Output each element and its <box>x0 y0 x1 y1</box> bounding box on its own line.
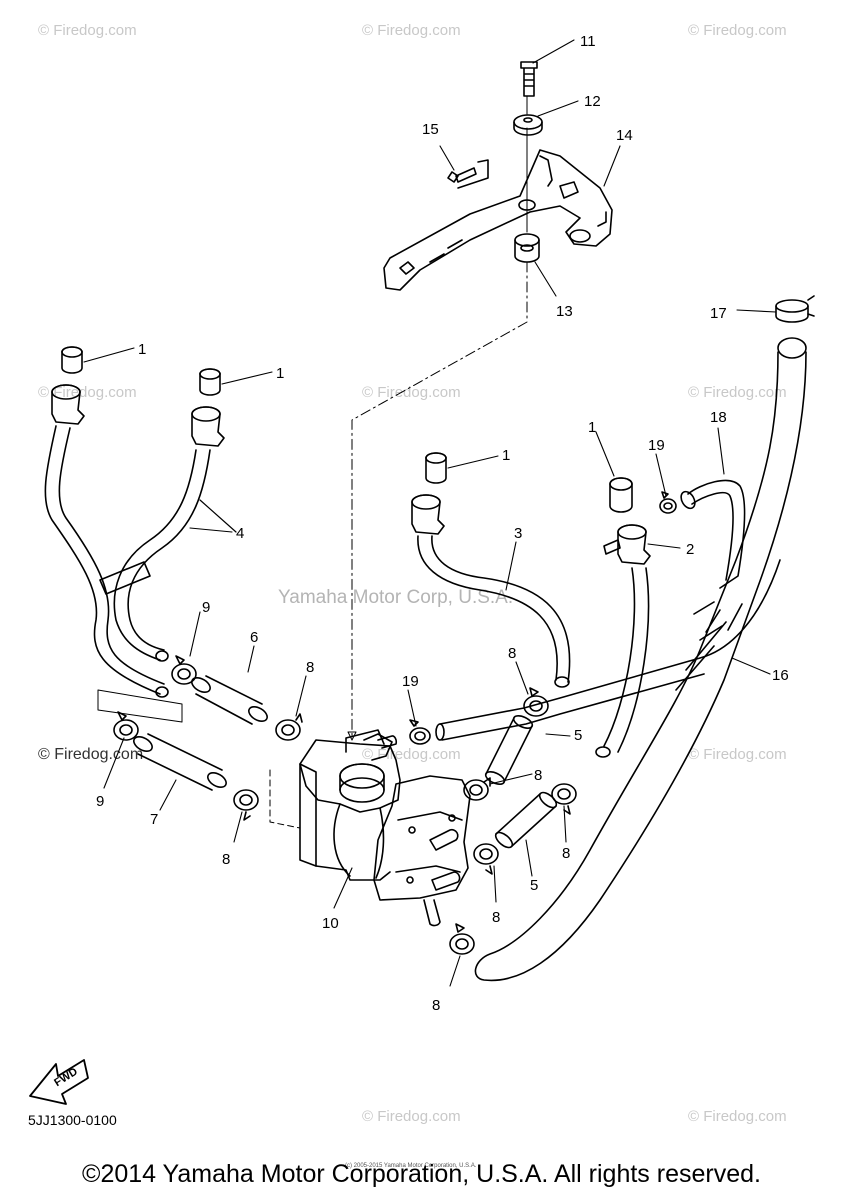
callout-8-a: 8 <box>508 645 516 662</box>
callout-14: 14 <box>616 127 633 144</box>
watermark-top-left: © Firedog.com <box>38 22 137 39</box>
watermark-top-right: © Firedog.com <box>688 22 787 39</box>
bolt-11 <box>520 61 538 97</box>
callout-10: 10 <box>322 915 339 932</box>
hose-4-assembly <box>44 346 237 723</box>
clamp-8-d <box>463 777 491 801</box>
callout-3: 3 <box>514 525 522 542</box>
clamp-8-e <box>551 783 577 815</box>
watermark-lower-center: © Firedog.com <box>362 746 461 763</box>
callout-12: 12 <box>584 93 601 110</box>
bracket-14 <box>383 149 613 291</box>
watermark-lower-left: © Firedog.com <box>38 746 144 763</box>
hose-2-assembly <box>595 477 651 758</box>
cap-1-right <box>609 477 633 513</box>
clip-9-lower <box>113 711 139 741</box>
cap-1-left <box>61 346 83 374</box>
callout-8-d: 8 <box>562 845 570 862</box>
callout-15: 15 <box>422 121 439 138</box>
callout-4: 4 <box>236 525 244 542</box>
hose-3-assembly <box>411 452 571 688</box>
bracket-assembly <box>351 61 613 741</box>
watermark-bottom-center: © Firedog.com <box>362 1108 461 1125</box>
callout-9-a: 9 <box>202 599 210 616</box>
callout-5-b: 5 <box>530 877 538 894</box>
main-fuel-hose-16 <box>474 337 807 982</box>
callout-1-a: 1 <box>138 341 146 358</box>
tiny-copyright: (c) 2005-2015 Yamaha Motor Corporation, … <box>345 1163 477 1169</box>
hose-7 <box>133 733 227 791</box>
watermark-mid-center: © Firedog.com <box>362 384 461 401</box>
clamp-8-g <box>449 923 475 955</box>
cap-1-center <box>425 452 447 484</box>
callout-13: 13 <box>556 303 573 320</box>
callout-11: 11 <box>580 33 596 50</box>
grommet-13 <box>514 233 540 263</box>
clamp-8-c <box>523 687 549 717</box>
callout-1-b: 1 <box>276 365 284 382</box>
callout-9-b: 9 <box>96 793 104 810</box>
callout-18: 18 <box>710 409 727 426</box>
leader-lines <box>83 39 777 987</box>
clamp-8-b <box>233 789 259 821</box>
callout-8-g: 8 <box>432 997 440 1014</box>
hose-6 <box>191 675 268 725</box>
cap-1-left2 <box>199 368 221 396</box>
callout-8-f: 8 <box>492 909 500 926</box>
callout-1-c: 1 <box>588 419 596 436</box>
clip-9-upper <box>171 655 197 685</box>
callout-labels: 11 12 15 14 13 17 1 1 18 1 19 1 4 3 2 9 … <box>52 33 788 1089</box>
callout-8-c: 8 <box>534 767 542 784</box>
bolt-15 <box>447 167 477 183</box>
callout-1-d: 1 <box>502 447 510 464</box>
watermark-lower-right: © Firedog.com <box>688 746 787 763</box>
callout-5-a: 5 <box>574 727 582 744</box>
clamp-8-a <box>275 713 303 741</box>
callout-16: 16 <box>772 667 789 684</box>
watermark-top-center: © Firedog.com <box>362 22 461 39</box>
callout-17: 17 <box>710 305 727 322</box>
watermark-bottom-right: © Firedog.com <box>688 1108 787 1125</box>
callout-7: 7 <box>150 811 158 828</box>
callout-19-b: 19 <box>402 673 419 690</box>
watermark-yamaha-center: Yamaha Motor Corp, U.S.A. <box>278 587 514 608</box>
callout-19-a: 19 <box>648 437 665 454</box>
clip-19-upper <box>659 491 677 514</box>
clamp-17 <box>775 295 815 323</box>
fuel-pump-10 <box>269 729 471 927</box>
callout-8-b: 8 <box>306 659 314 676</box>
fwd-arrow-icon <box>29 1059 89 1105</box>
copyright-footer: ©2014 Yamaha Motor Corporation, U.S.A. A… <box>82 1160 761 1188</box>
watermark-mid-right: © Firedog.com <box>688 384 787 401</box>
clamp-8-f <box>473 843 499 875</box>
callout-8-e: 8 <box>222 851 230 868</box>
watermark-mid-left: © Firedog.com <box>38 384 137 401</box>
hose-19-long <box>435 559 781 741</box>
hose-5-lower <box>494 791 558 849</box>
diagram-code: 5JJ1300-0100 <box>28 1112 117 1128</box>
callout-2: 2 <box>686 541 694 558</box>
hose-5-upper <box>484 715 534 785</box>
hose-18 <box>680 479 746 589</box>
callout-6: 6 <box>250 629 258 646</box>
clip-19-lower <box>409 719 431 745</box>
